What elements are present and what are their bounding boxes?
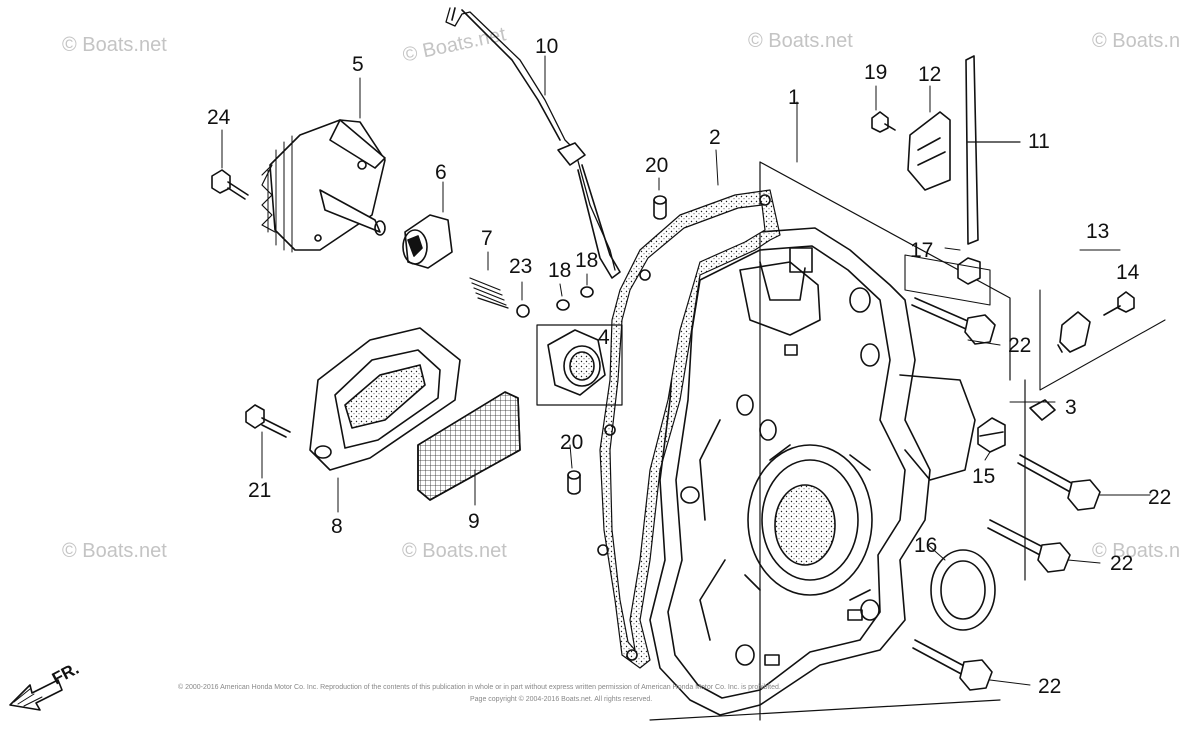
callout-label: 14: [1116, 261, 1140, 284]
gasket-part: [597, 189, 781, 669]
callout-label: 23: [509, 255, 533, 278]
callout-label: 1: [788, 86, 800, 109]
callout-label: 10: [535, 35, 559, 58]
flange-bolt-part: [911, 297, 996, 345]
bolt-part: [871, 111, 896, 133]
oil-pump-gear-part: [261, 119, 386, 253]
o-ring-part: [556, 299, 570, 311]
copyright-line: Page copyright © 2004-2016 Boats.net. Al…: [470, 696, 653, 703]
callout-label: 11: [1028, 130, 1050, 153]
oil-level-switch-part: [1039, 249, 1166, 391]
watermark: © Boats.net: [748, 30, 853, 52]
callout-label: 20: [560, 431, 584, 454]
watermark: © Boats.net: [62, 34, 167, 56]
callout-label: 3: [1065, 396, 1077, 419]
callout-label: 4: [598, 326, 610, 349]
callout-label: 17: [910, 239, 934, 262]
dipstick-part: [445, 7, 621, 279]
reed-valve-part: [417, 391, 521, 501]
flange-bolt-part: [912, 639, 993, 691]
guide-tube-part: [965, 55, 1021, 245]
relief-spring-part: [469, 277, 509, 309]
case-cover-part: [649, 161, 1026, 721]
o-ring-part: [580, 286, 594, 298]
front-direction-arrow: [9, 679, 63, 711]
callout-label: 12: [918, 63, 942, 86]
flange-bolt-part: [1017, 454, 1101, 511]
callout-label: 15: [972, 465, 996, 488]
callout-label: 9: [468, 510, 480, 533]
callout-label: 16: [914, 534, 938, 557]
callout-label: 7: [481, 227, 493, 250]
callout-label: 6: [435, 161, 447, 184]
relief-ball-part: [516, 304, 530, 318]
callout-label: 18: [548, 259, 572, 282]
breather-cover-part: [309, 327, 461, 471]
callout-label: 18: [575, 249, 599, 272]
bolt-part: [211, 169, 249, 200]
washer-part: [904, 254, 991, 306]
callout-label: 24: [207, 106, 231, 129]
leader-lines: [221, 55, 1151, 686]
screw-part: [1103, 291, 1135, 316]
oil-seal-part: [930, 549, 996, 631]
callout-label: 19: [864, 61, 888, 84]
callout-label: 22: [1008, 334, 1032, 357]
callout-label: 20: [645, 154, 669, 177]
callout-label: 8: [331, 515, 343, 538]
callout-label: 21: [248, 479, 272, 502]
watermark: © Boats.net: [402, 540, 507, 562]
bearing-part: [536, 324, 623, 406]
dowel-pin-part: [567, 195, 667, 495]
copyright-line: © 2000-2016 American Honda Motor Co. Inc…: [178, 684, 781, 691]
callout-label: 22: [1148, 486, 1172, 509]
clamp-part: [907, 111, 951, 191]
callout-label: 13: [1086, 220, 1110, 243]
flange-bolt-part: [987, 519, 1071, 573]
watermark: © Boats.net: [1092, 540, 1180, 562]
callout-label: 22: [1110, 552, 1134, 575]
callout-label: 22: [1038, 675, 1062, 698]
watermark: © Boats.net: [1092, 30, 1180, 52]
callout-label: 2: [709, 126, 721, 149]
watermark: © Boats.net: [62, 540, 167, 562]
filler-plug-part: [977, 417, 1006, 453]
callout-label: 5: [352, 53, 364, 76]
bolt-part: [245, 404, 291, 438]
drain-plug-part: [1029, 399, 1056, 421]
oil-pump-rotor-part: [402, 214, 453, 269]
